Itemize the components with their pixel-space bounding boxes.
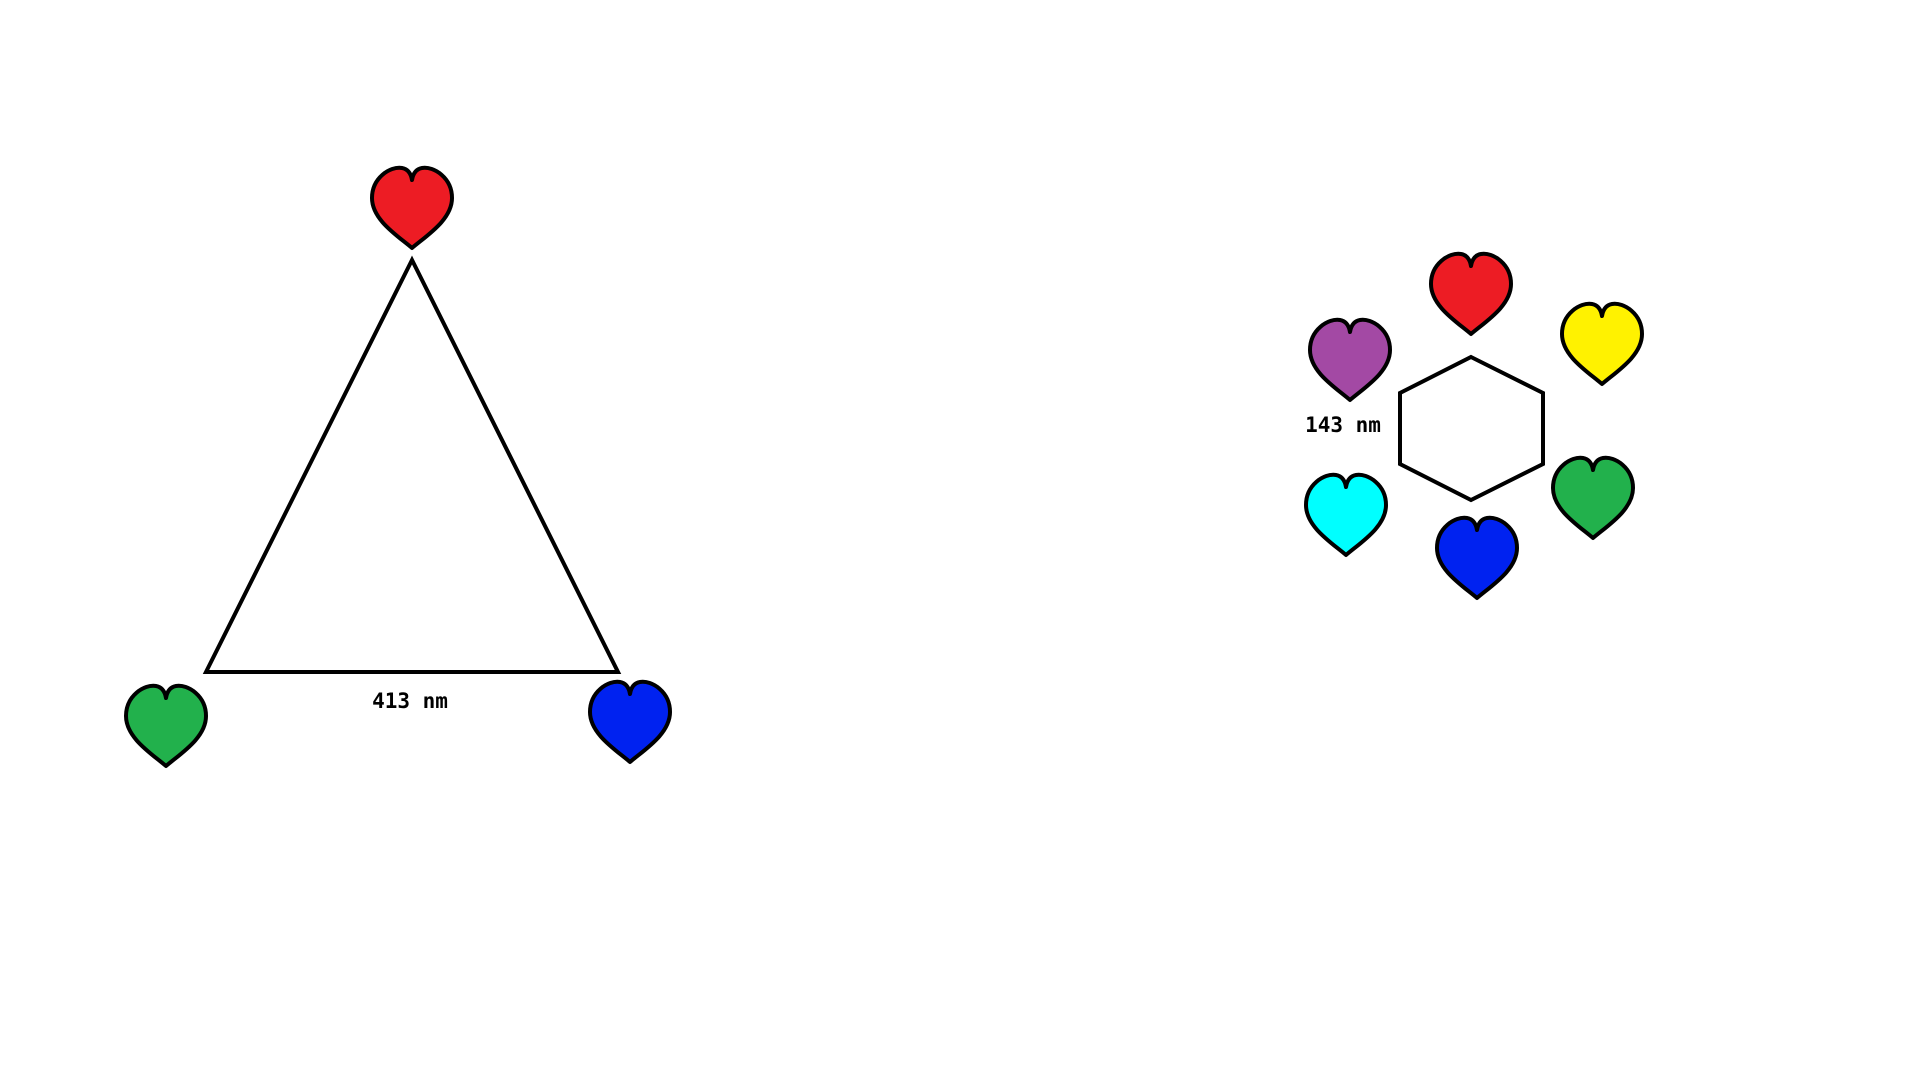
hexagon-bottom-left-heart-icon (1304, 472, 1388, 557)
hexagon-group: 143 nm (1304, 251, 1644, 600)
triangle-bottom-left-heart-icon (124, 683, 208, 768)
hexagon-top-left-heart-icon (1308, 317, 1392, 402)
hexagon-shape (1398, 354, 1545, 503)
hexagon-top-heart-icon (1429, 251, 1513, 336)
triangle-bottom-right-heart-icon (588, 679, 672, 764)
triangle-edge-label: 413 nm (372, 689, 448, 713)
hexagon-bottom-heart-icon (1435, 515, 1519, 600)
triangle-hearts (124, 165, 672, 768)
hexagon-top-right-heart-icon (1560, 301, 1644, 386)
triangle-shape (202, 255, 622, 674)
triangle-top-heart-icon (370, 165, 454, 250)
hexagon-edge-label: 143 nm (1305, 413, 1381, 437)
triangle-group: 413 nm (124, 165, 672, 768)
hexagon-hearts (1304, 251, 1644, 600)
hexagon-bottom-right-heart-icon (1551, 455, 1635, 540)
